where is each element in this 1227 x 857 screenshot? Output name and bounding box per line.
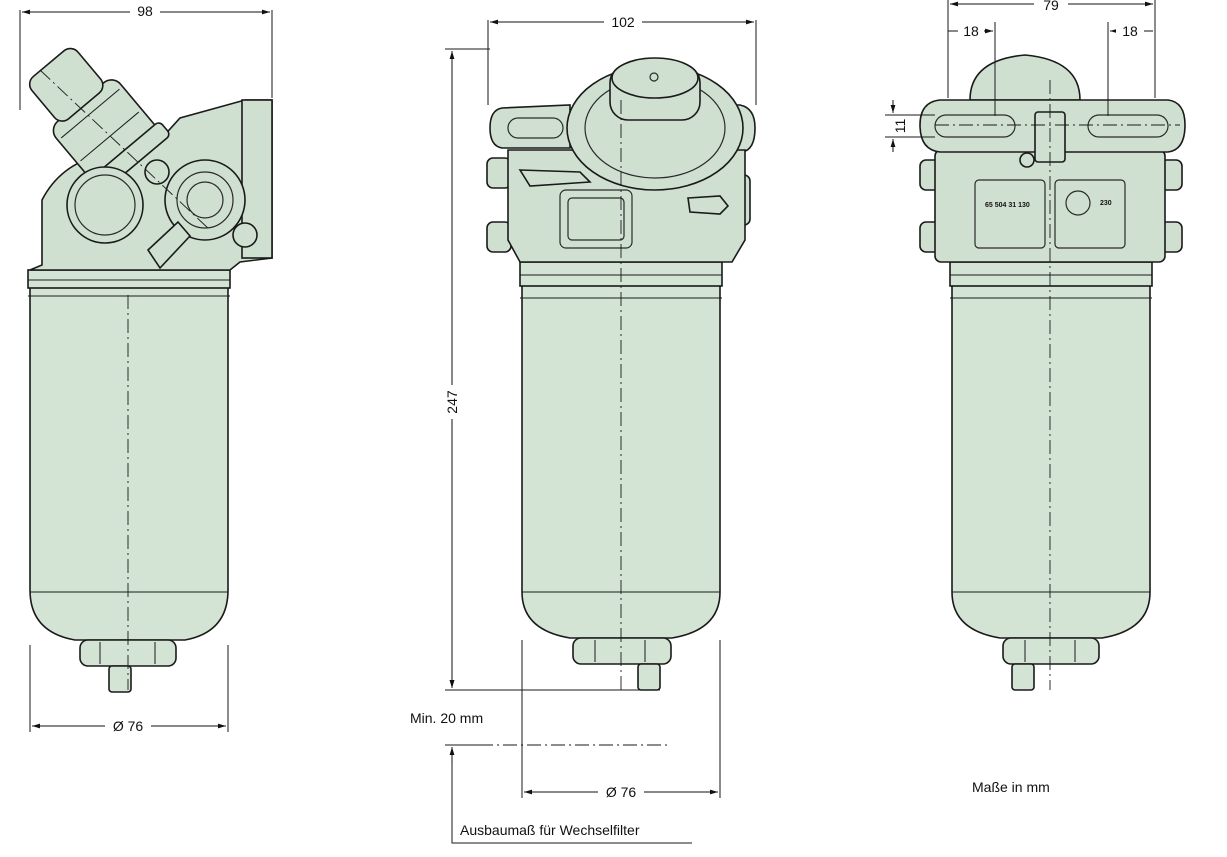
- middle-height-dim: 247: [444, 390, 460, 414]
- middle-diameter-dim: Ø 76: [606, 784, 637, 800]
- slot-left-dim: 18: [963, 23, 979, 39]
- part-number-label: 65 504 31 130: [985, 202, 1030, 209]
- right-view: 65 504 31 130 230 79 18 18 11 Maße i: [885, 0, 1186, 795]
- middle-view: 102 247 Min. 20 mm Ø 76 Ausbaumaß für We…: [410, 12, 757, 844]
- slot-height-dim: 11: [892, 119, 908, 134]
- middle-width-dim: 102: [611, 14, 635, 30]
- left-diameter-dim: Ø 76: [113, 718, 144, 734]
- right-width-dim: 79: [1043, 0, 1059, 13]
- left-view: 98 Ø 76: [19, 2, 273, 734]
- slot-right-dim: 18: [1122, 23, 1138, 39]
- units-note: Maße in mm: [972, 779, 1050, 795]
- removal-clearance-note: Ausbaumaß für Wechselfilter: [460, 822, 640, 838]
- left-width-dim: 98: [137, 3, 153, 19]
- marking-label: 230: [1100, 200, 1112, 207]
- min-clearance-label: Min. 20 mm: [410, 710, 483, 726]
